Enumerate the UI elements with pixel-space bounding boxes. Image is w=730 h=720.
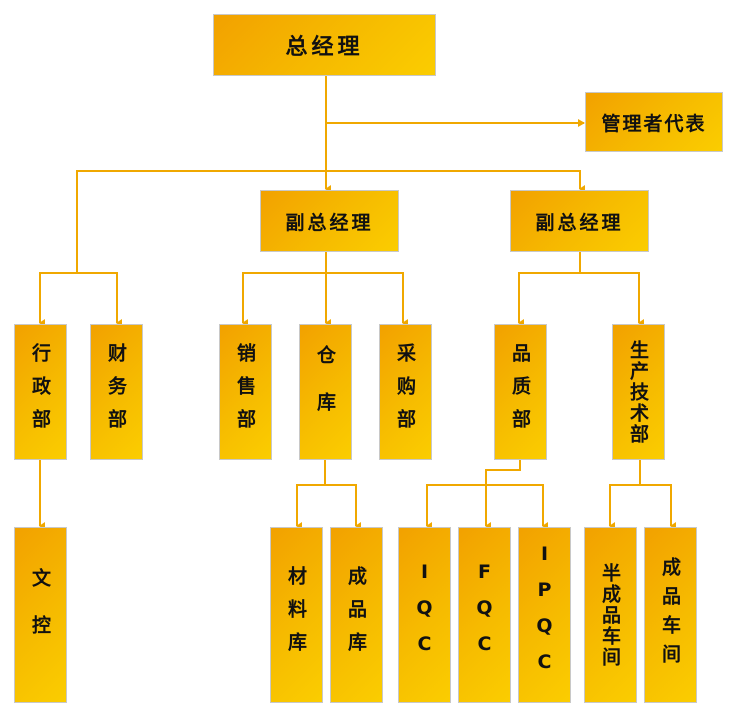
box-management-rep: 管理者代表 — [585, 92, 723, 152]
box-finished-workshop: 成品车间 — [644, 527, 697, 703]
box-purchasing: 采购部 — [379, 324, 432, 460]
box-admin: 行政部 — [14, 324, 67, 460]
line-finished-ws — [640, 484, 676, 530]
box-finished-store: 成品库 — [330, 527, 383, 703]
line-finance — [77, 272, 122, 327]
box-doc-control: 文控 — [14, 527, 67, 703]
line-material — [296, 484, 325, 530]
line-ipqc — [486, 484, 548, 530]
line-purchasing — [326, 272, 408, 327]
line-production — [580, 272, 644, 327]
box-ceo: 总经理 — [213, 14, 436, 76]
box-finance: 财务部 — [90, 324, 143, 460]
box-iqc: IQC — [398, 527, 451, 703]
line-quality-sub — [485, 460, 521, 530]
line-admin — [39, 272, 77, 327]
box-ipqc: IPQC — [518, 527, 571, 703]
line-finished — [325, 484, 361, 530]
box-fqc: FQC — [458, 527, 511, 703]
line-quality — [518, 272, 580, 327]
box-production: 生产技术部 — [612, 324, 665, 460]
box-warehouse: 仓库 — [299, 324, 352, 460]
line-sales — [242, 272, 326, 327]
line-iqc — [426, 484, 486, 530]
box-vp-right: 副总经理 — [510, 190, 649, 252]
box-vp-left: 副总经理 — [260, 190, 399, 252]
line-top-branch — [76, 170, 585, 273]
line-semi — [609, 484, 640, 530]
box-material-store: 材料库 — [270, 527, 323, 703]
box-sales: 销售部 — [219, 324, 272, 460]
box-quality: 品质部 — [494, 324, 547, 460]
box-semi-workshop: 半成品车间 — [584, 527, 637, 703]
